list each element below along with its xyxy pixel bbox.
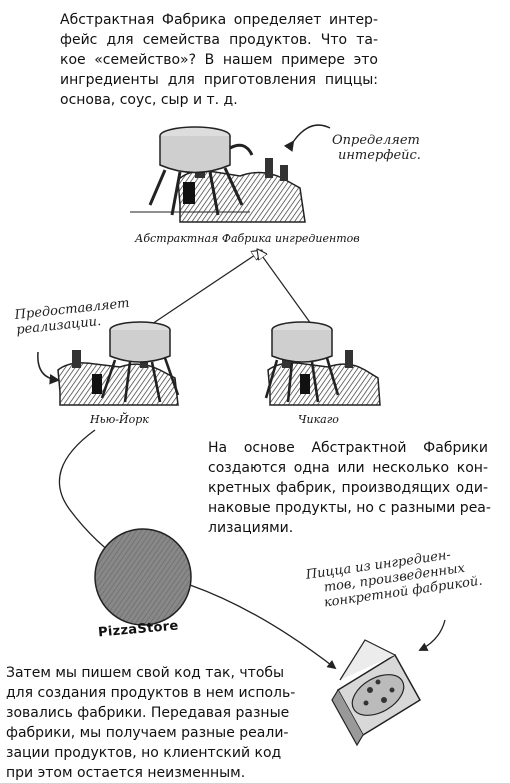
note-pizza-arrow [418, 619, 446, 651]
outro-line: для создания продуктов в нем исполь- [6, 685, 296, 701]
pizza-box-illustration [331, 639, 422, 747]
outro-line: при этом остается неизменным. [6, 765, 246, 781]
ny-factory-label: Нью-Йорк [90, 413, 149, 426]
concrete-line: создаются одна или несколько кон- [208, 460, 488, 476]
intro-paragraph: Абстрактная Фабрика определяет интер- фе… [60, 10, 378, 110]
outro-line: Затем мы пишем свой код так, чтобы [6, 665, 285, 681]
concrete-line: На основе Абстрактной Фабрики [208, 440, 488, 456]
abstract-factory-illustration [130, 126, 306, 223]
intro-line: ингредиенты для приготовления пиццы: [60, 72, 378, 88]
note-interface-line: Определяет [332, 133, 420, 148]
concrete-line: наковые продукты, но с разными реа- [208, 500, 491, 516]
ny-factory-illustration [57, 321, 180, 406]
abstract-factory-label: Абстрактная Фабрика ингредиентов [135, 232, 360, 245]
intro-line: основа, соус, сыр и т. д. [60, 92, 238, 108]
concrete-paragraph: На основе Абстрактной Фабрики создаются … [208, 438, 491, 538]
outro-line: зации продуктов, но клиентский код [6, 745, 282, 761]
outro-line: фабрики, мы получаем разные реали- [6, 725, 289, 741]
chicago-factory-illustration [264, 321, 381, 406]
ny-to-abstract-line [145, 253, 258, 329]
note-interface-arrow [283, 124, 331, 152]
outro-paragraph: Затем мы пишем свой код так, чтобы для с… [6, 663, 296, 783]
intro-line: Абстрактная Фабрика определяет интер- [60, 12, 378, 28]
note-impl-arrow [37, 351, 61, 385]
note-interface-line: интерфейс. [338, 148, 421, 163]
chicago-factory-label: Чикаго [298, 413, 339, 426]
note-interface: Определяет интерфейс. [332, 133, 421, 163]
concrete-line: лизациями. [208, 520, 294, 536]
concrete-line: кретных фабрик, производящих оди- [208, 480, 488, 496]
intro-line: фейс для семейства продуктов. Что та- [60, 32, 378, 48]
chicago-to-abstract-line [260, 253, 315, 329]
intro-line: кое «семейство»? В нашем примере это [60, 52, 378, 68]
store-to-pizza-curve [189, 584, 337, 670]
outro-line: зовались фабрики. Передавая разные [6, 705, 290, 721]
